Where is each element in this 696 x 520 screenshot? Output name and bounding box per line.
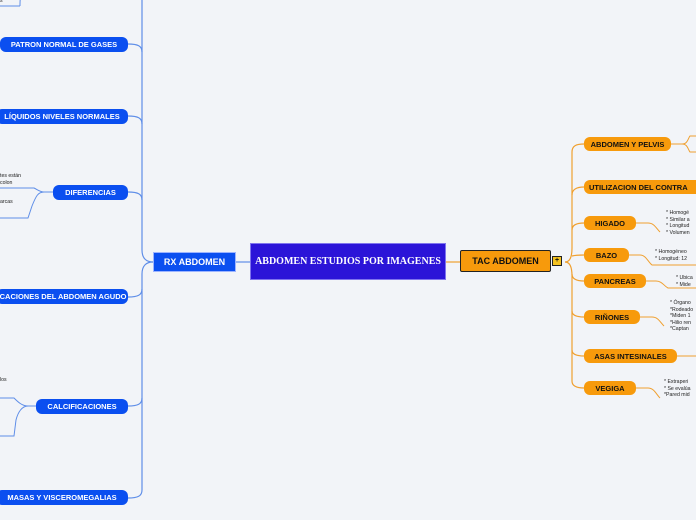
tac-child-higado[interactable]: HIGADO [584, 216, 636, 230]
rx-child-diferencias[interactable]: DIFERENCIAS [53, 185, 128, 200]
rx-child-label: CALCIFICACIONES [47, 402, 117, 411]
tac-child-label: BAZO [595, 250, 618, 260]
rx-note-diferencias-1: tes están colon [0, 173, 22, 186]
tac-child-label: UTILIZACION DEL CONTRA [589, 182, 688, 192]
rx-child-liquidos-niveles[interactable]: LÍQUIDOS NIVELES NORMALES [0, 109, 128, 124]
central-topic-label: ABDOMEN ESTUDIOS POR IMAGENES [255, 256, 441, 267]
rx-child-label: DIFERENCIAS [65, 188, 116, 197]
rx-note-calcificaciones: los [0, 377, 7, 383]
tac-note-pancreas: * Ubica * Mide [676, 275, 693, 288]
tac-abdomen-node[interactable]: TAC ABDOMEN [460, 250, 551, 272]
rx-child-complicaciones-abdomen-agudo[interactable]: ICACIONES DEL ABDOMEN AGUDO [0, 289, 128, 304]
tac-note-higado: * Homogé * Similar a * Longitud * Volume… [666, 210, 690, 236]
tac-child-pancreas[interactable]: PANCREAS [584, 274, 646, 288]
tac-child-label: ABDOMEN Y PELVIS [590, 139, 665, 149]
tac-child-rinones[interactable]: RIÑONES [584, 310, 640, 324]
rx-child-patron-normal-gases[interactable]: PATRON NORMAL DE GASES [0, 37, 128, 52]
tac-child-abdomen-pelvis[interactable]: ABDOMEN Y PELVIS [584, 137, 671, 151]
rx-child-label: MASAS Y VISCEROMEGALIAS [7, 493, 117, 502]
tac-child-asas-intestinales[interactable]: ASAS INTESINALES [584, 349, 677, 363]
tac-child-label: PANCREAS [594, 276, 636, 286]
rx-child-masas-visceromegalias[interactable]: MASAS Y VISCEROMEGALIAS [0, 490, 128, 505]
rx-child-label: ICACIONES DEL ABDOMEN AGUDO [0, 292, 127, 301]
collapse-toggle-icon[interactable]: + [552, 256, 562, 266]
rx-note-diferencias-2: arcas [0, 199, 13, 205]
rx-note-top: s [0, 0, 3, 4]
tac-child-label: HIGADO [595, 218, 625, 228]
tac-abdomen-label: TAC ABDOMEN [472, 256, 539, 266]
tac-child-bazo[interactable]: BAZO [584, 248, 629, 262]
tac-child-label: ASAS INTESINALES [594, 351, 667, 361]
rx-child-label: PATRON NORMAL DE GASES [10, 40, 118, 49]
central-topic[interactable]: ABDOMEN ESTUDIOS POR IMAGENES [250, 243, 446, 280]
tac-child-label: VEGIGA [595, 383, 625, 393]
rx-abdomen-node[interactable]: RX ABDOMEN [153, 252, 236, 272]
tac-child-vegiga[interactable]: VEGIGA [584, 381, 636, 395]
tac-note-rinones: * Órgano *Rodeado *Miden 1 *Hilio ren *C… [670, 300, 694, 332]
tac-child-label: RIÑONES [594, 312, 630, 322]
tac-note-bazo: * Homogéneo * Longitud: 12 [655, 249, 688, 262]
rx-child-calcificaciones[interactable]: CALCIFICACIONES [36, 399, 128, 414]
rx-abdomen-label: RX ABDOMEN [163, 257, 226, 267]
rx-child-label: LÍQUIDOS NIVELES NORMALES [4, 112, 120, 121]
tac-child-utilizacion-contraste[interactable]: UTILIZACION DEL CONTRA [584, 180, 696, 194]
tac-note-vegiga: * Extraperi * Se evalúa *Pared mid [664, 379, 691, 398]
